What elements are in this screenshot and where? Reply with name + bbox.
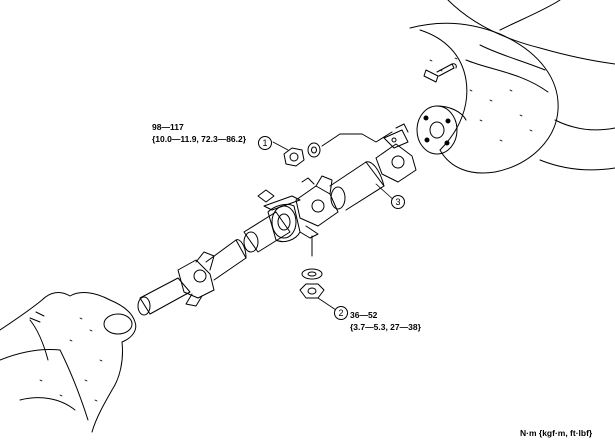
lower-nut-washer [299, 235, 325, 299]
propeller-shaft [137, 123, 417, 316]
upper-nut-washer [283, 131, 393, 167]
flange-bolt [423, 63, 457, 83]
callout-2: 2 [334, 306, 348, 320]
units-label: N·m {kgf·m, ft·lbf} [520, 428, 593, 438]
torque-label-1-value: 98—117 [152, 122, 184, 132]
callout-3: 3 [391, 195, 405, 209]
torque-label-2-value: 36—52 [350, 310, 378, 320]
callout-1: 1 [258, 136, 272, 150]
torque-label-1-detail: {10.0—11.9, 72.3—86.2} [152, 134, 247, 144]
rear-differential [409, 0, 615, 174]
torque-label-2-detail: {3.7—5.3, 27—38} [350, 322, 421, 332]
leader-lines [272, 141, 397, 311]
transmission [0, 292, 137, 433]
